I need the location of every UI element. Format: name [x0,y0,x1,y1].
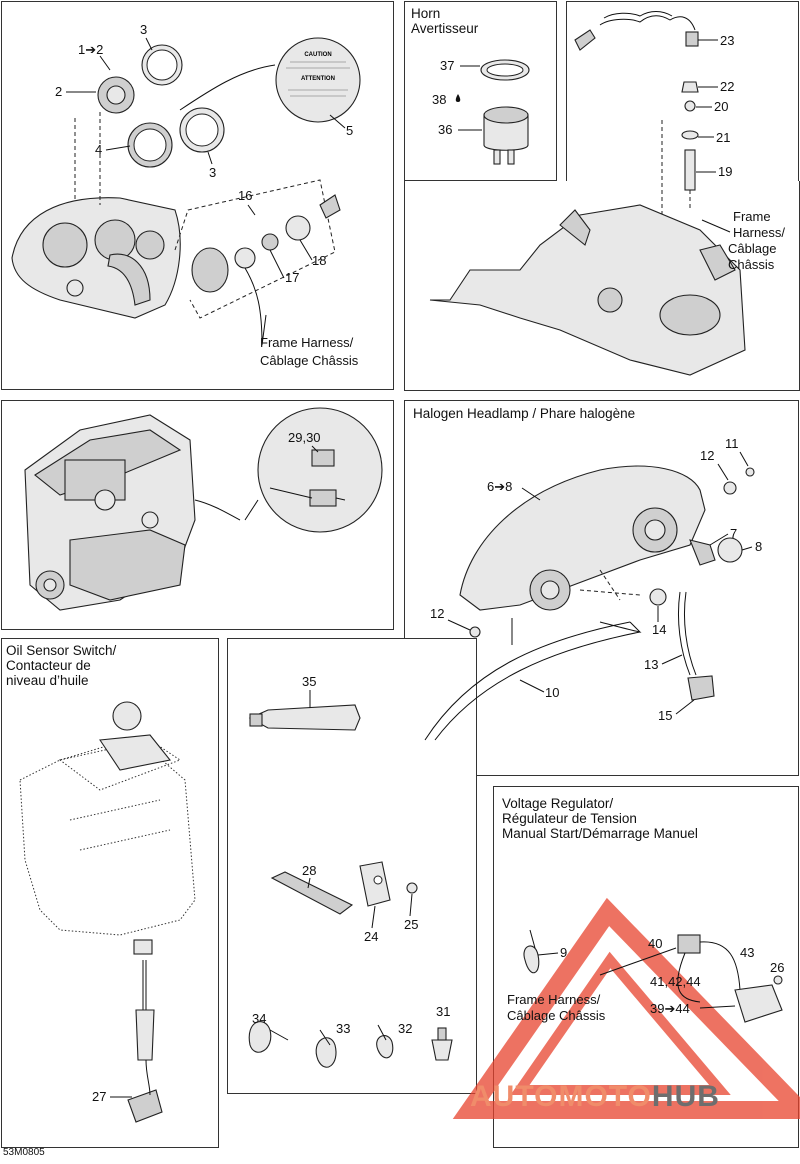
callout-19: 19 [718,164,732,179]
harness-label-1a: Frame Harness/ [260,335,354,350]
callout-34: 34 [252,1011,266,1026]
callout-16: 16 [238,188,252,203]
callout-35: 35 [302,674,316,689]
callout-12-top: 12 [700,448,714,463]
callout-28: 28 [302,863,316,878]
callout-31: 31 [436,1004,450,1019]
callout-2: 2 [55,84,62,99]
callout-6-8: 6➔8 [487,479,512,494]
callout-7: 7 [730,526,737,541]
callout-8: 8 [755,539,762,554]
callout-5: 5 [346,123,353,138]
diagram-code: 53M0805 [3,1147,45,1158]
callout-32: 32 [398,1021,412,1036]
headlamp-title: Halogen Headlamp / Phare halogène [413,406,636,421]
callout-29-30: 29,30 [288,430,321,445]
caution-label-title: CAUTION [304,52,331,58]
horn-title: Horn Avertisseur [411,6,479,36]
panel-oil-sensor [1,638,219,1148]
harness-label-1b: Câblage Châssis [260,353,359,368]
callout-17: 17 [285,270,299,285]
callout-10: 10 [545,685,559,700]
callout-14: 14 [652,622,666,637]
headlamp-drawing [424,465,755,741]
callout-21: 21 [716,130,730,145]
callout-36: 36 [438,122,452,137]
oil-sensor-title: Oil Sensor Switch/ Contacteur de niveau … [6,643,117,688]
callout-20: 20 [714,99,728,114]
handlebar-drawing [429,11,746,376]
callout-25: 25 [404,917,418,932]
callout-37: 37 [440,58,454,73]
callout-1: 1➔2 [78,42,103,57]
callout-26: 26 [770,960,784,975]
callout-3-top: 3 [140,22,147,37]
watermark-triangle [452,897,800,1119]
harness-label-2a: Frame [733,209,771,224]
callout-9: 9 [560,945,567,960]
engine-drawing [24,407,383,611]
callout-40: 40 [648,936,662,951]
callout-22: 22 [720,79,734,94]
callout-4: 4 [95,142,102,157]
callout-27: 27 [92,1089,106,1104]
watermark-text-main: AUTOMOTO [470,1080,652,1113]
watermark-text: AUTOMOTOHUB [470,1080,720,1114]
callout-11: 11 [725,436,739,451]
callout-23: 23 [720,33,734,48]
callout-13: 13 [644,657,658,672]
oil-tank-drawing [19,701,196,1123]
panel-horn [404,1,557,181]
callout-3-bottom: 3 [209,165,216,180]
harness-label-2d: Châssis [728,257,775,272]
harness-label-3a: Frame Harness/ [507,992,601,1007]
callout-15: 15 [658,708,672,723]
horn-drawing [455,59,530,165]
voltage-regulator-drawing [523,929,783,1023]
callout-38: 38 [432,92,446,107]
harness-label-2c: Câblage [728,241,776,256]
callout-24: 24 [364,929,378,944]
callout-41-42-44: 41,42,44 [650,974,701,989]
attention-label-title: ATTENTION [301,76,335,82]
gauge-cluster-drawing: CAUTION ATTENTION [11,37,361,346]
callout-33: 33 [336,1021,350,1036]
harness-label-2b: Harness/ [733,225,785,240]
watermark-text-end: HUB [651,1080,720,1113]
callout-12-bottom: 12 [430,606,444,621]
misc-parts-drawing [248,704,453,1068]
voltage-regulator-title: Voltage Regulator/ Régulateur de Tension… [502,796,698,841]
callout-43: 43 [740,945,754,960]
callout-18: 18 [312,253,326,268]
callout-39-44: 39➔44 [650,1001,690,1016]
harness-label-3b: Câblage Châssis [507,1008,606,1023]
